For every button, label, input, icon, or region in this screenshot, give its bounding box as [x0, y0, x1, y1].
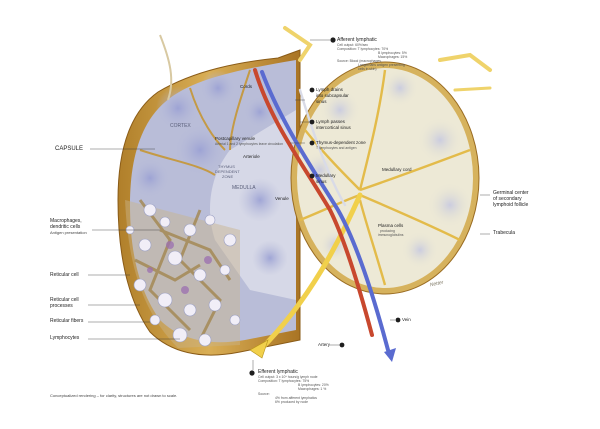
blood-vessels — [253, 68, 390, 352]
label-efferent-l2: Composition: T lymphocytes: 75% — [258, 379, 310, 383]
label-plasma-2: producing — [380, 229, 395, 233]
label-efferent-title: Efferent lymphatic — [258, 369, 298, 375]
label-postcapillary-venule: Postcapillary venule — [215, 136, 256, 141]
label-afferent-l7: cells in skin) — [358, 67, 377, 71]
label-thymus-3: ZONE — [222, 174, 234, 179]
label-trabecula: Trabecula — [493, 230, 516, 236]
label-reticular-processes-2: processes — [50, 303, 73, 309]
label-efferent-l7: 6% produced by node — [275, 400, 308, 404]
label-afferent-l4: Macrophages: 15% — [378, 55, 408, 59]
label-step5-1: Medullary — [316, 173, 336, 178]
label-step4-1: Thymus-dependent zone — [316, 140, 366, 145]
label-step3-2: intercortical sinus — [316, 125, 351, 130]
label-step2-1: Lymph drains — [316, 87, 343, 92]
footnote: Conceptualized rendering – for clarity, … — [50, 393, 178, 398]
label-efferent-l1: Cell output: 3 x 10⁹ hours/g lymph node — [258, 375, 318, 379]
label-plasma-cells: Plasma cells — [378, 223, 404, 228]
label-efferent-l3: B lymphocytes: 20% — [298, 383, 329, 387]
label-thymus-1: THYMUS — [218, 164, 235, 169]
label-afferent-l6: Langerhans antigen presenting — [358, 63, 405, 67]
label-step5-2: sinus — [316, 179, 327, 184]
label-afferent-title: Afferent lymphatic — [337, 37, 377, 43]
label-artery: Artery — [318, 342, 331, 347]
step-markers — [249, 37, 401, 376]
label-step2-3: sinus — [316, 99, 327, 104]
label-cortex: CORTEX — [170, 123, 191, 129]
label-antigen-presentation: Antigen presentation — [50, 230, 87, 235]
label-afferent-l5: Source: Blood (macrophages, — [337, 59, 382, 63]
label-arteriole: Arteriole — [243, 154, 260, 159]
label-postcapillary-sub: Arterial 1 and 2 lymphocytes leave circu… — [215, 142, 284, 146]
label-afferent-l1: Cell output: 60%/sec — [337, 43, 369, 47]
label-cords: Cords — [240, 84, 253, 89]
label-macrophages: Macrophages, — [50, 218, 82, 224]
label-reticular-cell: Reticular cell — [50, 272, 79, 278]
label-afferent-l2: Composition: T lymphocytes: 70% — [337, 47, 389, 51]
label-lymphocytes: Lymphocytes — [50, 335, 80, 341]
label-step2-2: into subcapsular — [316, 93, 349, 98]
label-efferent-l4: Macrophages: 1 % — [298, 387, 327, 391]
label-thymus-2: DEPENDENT — [215, 169, 240, 174]
label-vein: Vein — [402, 317, 411, 322]
label-reticular-processes-1: Reticular cell — [50, 297, 79, 303]
label-plasma-3: immunoglobulins — [378, 233, 404, 237]
label-germinal-3: lymphoid follicle — [493, 202, 529, 208]
label-germinal-2: of secondary — [493, 196, 522, 202]
label-medullary-cord: Medullary cord — [382, 167, 412, 172]
vein-arrow — [384, 348, 396, 362]
label-capsule: CAPSULE — [55, 146, 84, 152]
label-efferent-l5: Source: — [258, 392, 270, 396]
label-reticular-fibers: Reticular fibers — [50, 318, 84, 324]
label-medulla: MEDULLA — [232, 185, 256, 191]
label-efferent-l6: 4% from afferent lymphatics — [275, 396, 317, 400]
leader-lines — [88, 39, 490, 370]
reticular-mesh — [125, 199, 241, 348]
lymph-vessels — [257, 26, 492, 353]
label-dendritic-cells: dendritic cells — [50, 224, 81, 230]
trabeculae-left — [139, 69, 251, 176]
label-step3-1: Lymph passes — [316, 119, 345, 124]
label-venule: Venule — [275, 196, 289, 201]
label-step4-2: T lymphocytes and antigen — [316, 146, 357, 150]
label-germinal-1: Germinal center — [493, 190, 529, 196]
nerve — [159, 34, 173, 101]
label-afferent-l3: B lymphocytes: 5% — [378, 51, 407, 55]
efferent-arrow — [249, 339, 269, 359]
